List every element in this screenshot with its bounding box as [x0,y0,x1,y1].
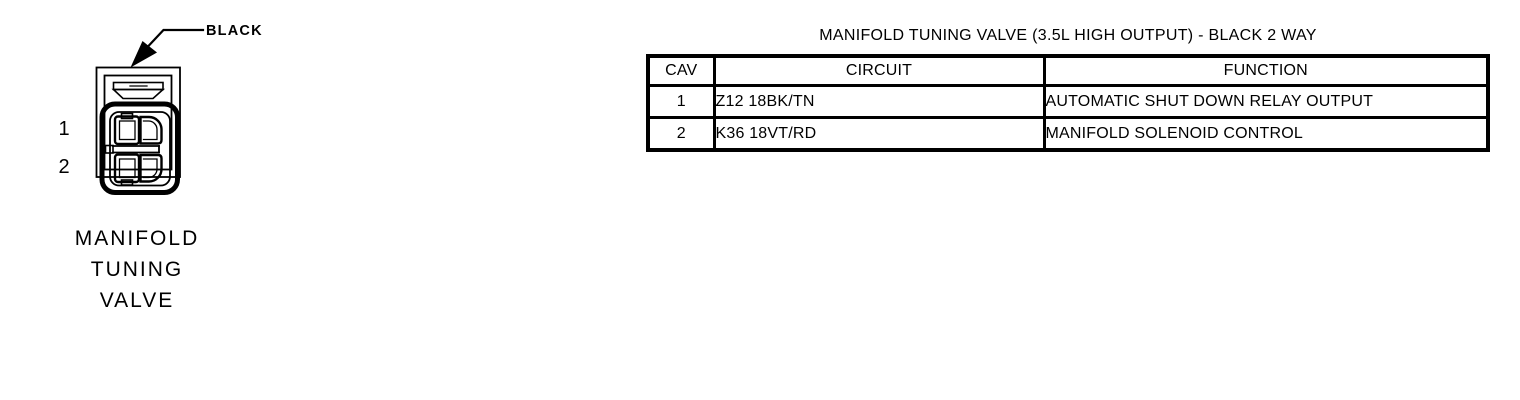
figure-caption-line: MANIFOLD [74,227,200,250]
column-header-function: FUNCTION [1042,54,1490,87]
column-header-cav: CAV [646,54,716,87]
terminal-1 [113,112,163,146]
pinout-table: CAV CIRCUIT FUNCTION 1 Z12 18BK/TN AUTOM… [646,54,1490,152]
connector-body [99,101,180,195]
cell-function: AUTOMATIC SHUT DOWN RELAY OUTPUT [1042,84,1490,119]
terminal-2 [113,153,163,186]
pinout-section: MANIFOLD TUNING VALVE (3.5L HIGH OUTPUT)… [646,27,1490,152]
terminal-divider [104,144,160,154]
cell-cav: 1 [646,84,716,119]
arrowhead-icon [130,41,157,68]
cell-circuit: Z12 18BK/TN [712,84,1046,119]
table-title: MANIFOLD TUNING VALVE (3.5L HIGH OUTPUT)… [819,27,1317,44]
keyway-wedge [111,88,166,100]
figure-caption: MANIFOLD TUNING VALVE [43,223,231,316]
cell-cav: 2 [646,116,716,152]
cell-function: MANIFOLD SOLENOID CONTROL [1042,116,1490,152]
connector-body-inner [109,111,171,187]
pin-label-2: 2 [58,156,70,178]
table-header-row: CAV CIRCUIT FUNCTION [646,54,1490,87]
connector-color-label: BLACK [206,23,263,39]
figure-caption-line: TUNING [90,258,184,281]
column-header-circuit: CIRCUIT [712,54,1046,87]
pin-label-1: 1 [58,118,70,140]
connector-drawing [95,28,205,195]
figure-caption-line: VALVE [99,289,175,312]
leader-line [146,28,205,48]
cell-circuit: K36 18VT/RD [712,116,1046,152]
table-row: 2 K36 18VT/RD MANIFOLD SOLENOID CONTROL [646,116,1490,152]
table-row: 1 Z12 18BK/TN AUTOMATIC SHUT DOWN RELAY … [646,84,1490,119]
